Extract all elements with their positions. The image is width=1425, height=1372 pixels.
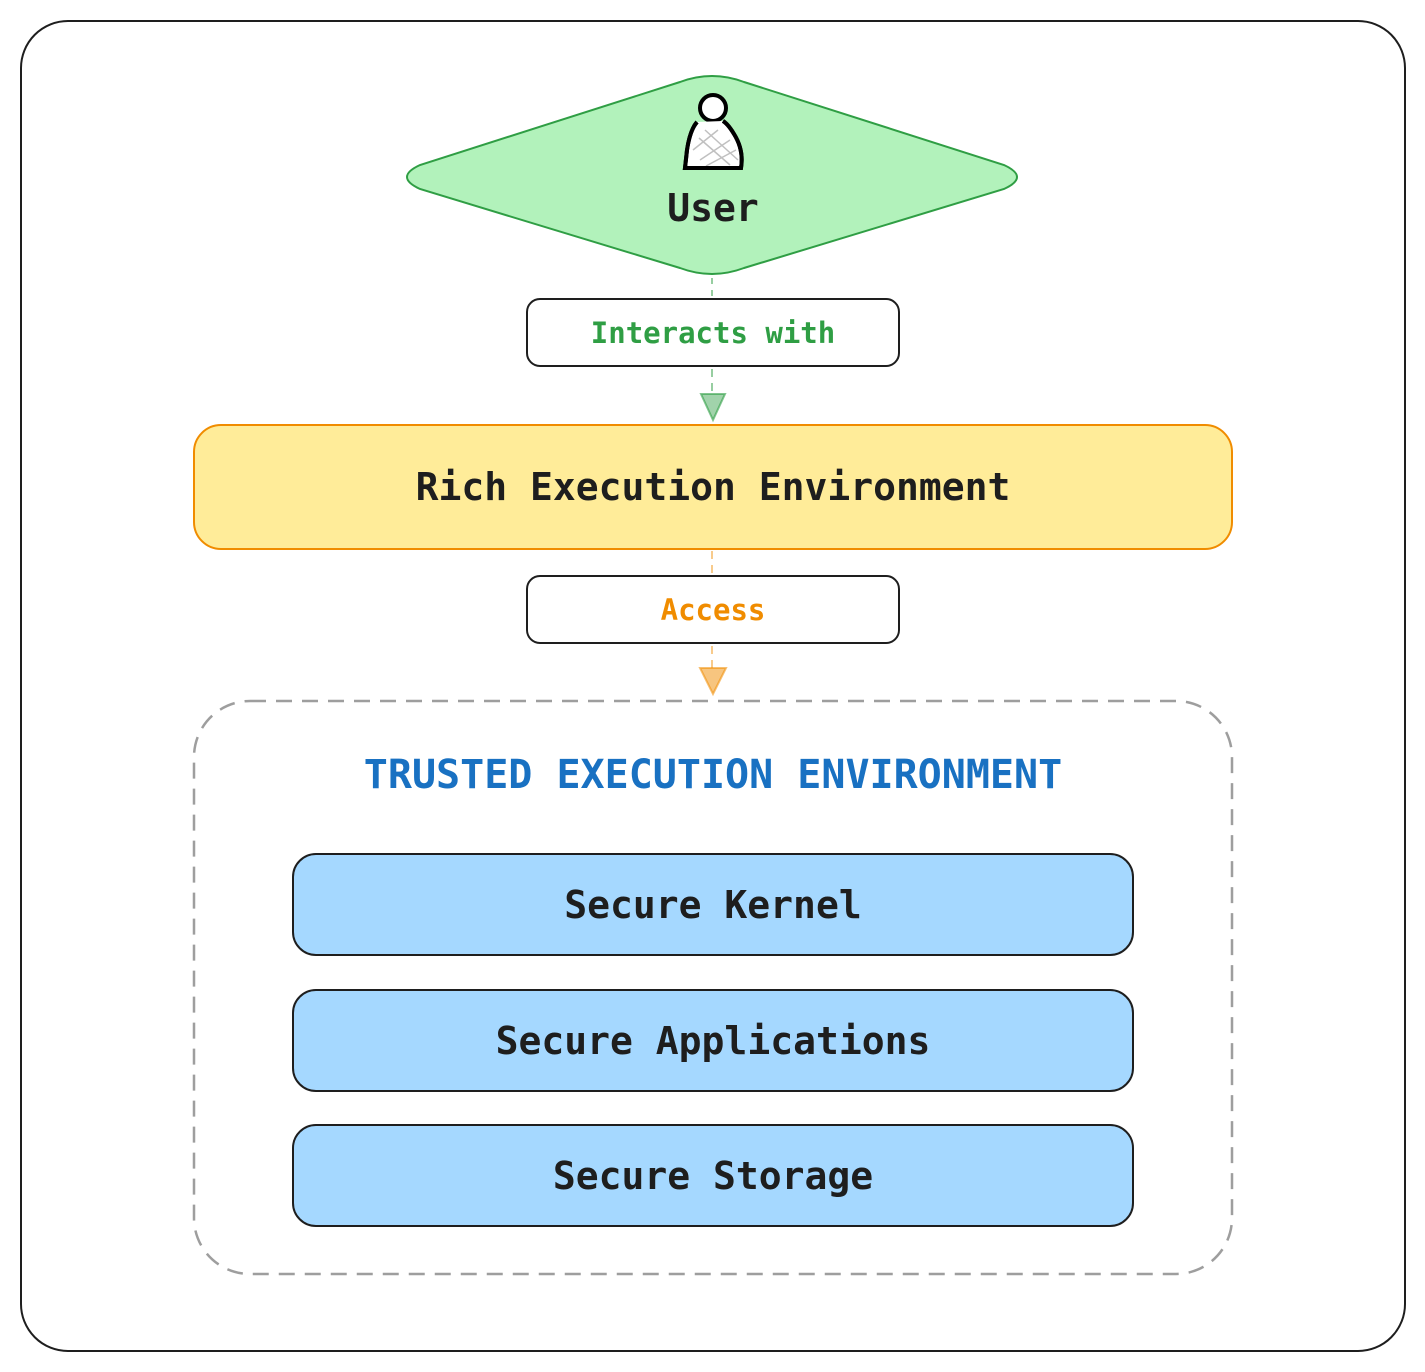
tee-title: TRUSTED EXECUTION ENVIRONMENT bbox=[363, 752, 1063, 798]
rich-execution-environment-box[interactable]: Rich Execution Environment bbox=[193, 424, 1233, 550]
user-label: User bbox=[667, 186, 759, 230]
interacts-with-label[interactable]: Interacts with bbox=[526, 298, 900, 367]
user-icon bbox=[682, 93, 744, 170]
secure-applications-label: Secure Applications bbox=[495, 1018, 931, 1063]
arrowhead-green bbox=[699, 393, 727, 423]
ree-label: Rich Execution Environment bbox=[415, 465, 1011, 509]
secure-kernel-box[interactable]: Secure Kernel bbox=[292, 853, 1134, 956]
access-label[interactable]: Access bbox=[526, 575, 900, 644]
arrowhead-orange bbox=[698, 667, 728, 697]
secure-storage-box[interactable]: Secure Storage bbox=[292, 1124, 1134, 1227]
secure-kernel-label: Secure Kernel bbox=[564, 882, 862, 927]
user-diamond[interactable] bbox=[406, 75, 1018, 275]
secure-storage-label: Secure Storage bbox=[552, 1153, 874, 1198]
secure-applications-box[interactable]: Secure Applications bbox=[292, 989, 1134, 1092]
